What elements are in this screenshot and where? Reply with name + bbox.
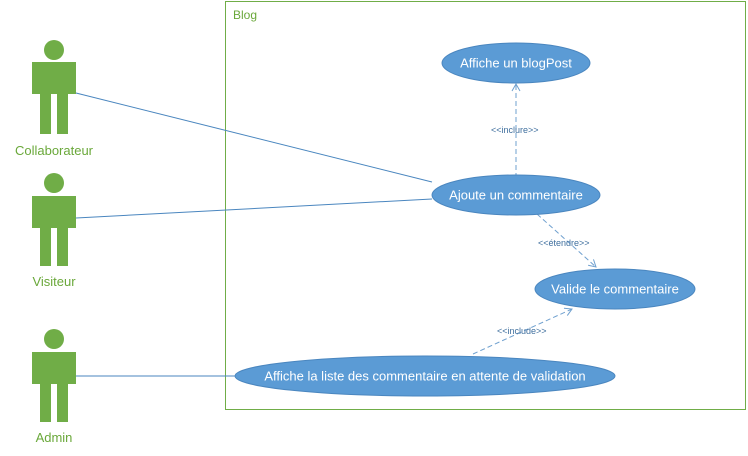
system-boundary bbox=[225, 1, 746, 410]
svg-text:Affiche la liste des commentai: Affiche la liste des commentaire en atte… bbox=[264, 369, 585, 384]
actor-icon bbox=[32, 173, 76, 266]
svg-text:Ajoute un commentaire: Ajoute un commentaire bbox=[449, 188, 583, 203]
actor-label: Visiteur bbox=[32, 274, 76, 289]
usecase-ajoute-commentaire: Ajoute un commentaire bbox=[431, 174, 601, 216]
svg-text:Valide le commentaire: Valide le commentaire bbox=[551, 282, 679, 297]
label-inclure: <<inclure>> bbox=[491, 125, 539, 135]
svg-text:Affiche un blogPost: Affiche un blogPost bbox=[460, 56, 572, 71]
dependency-include bbox=[472, 307, 573, 355]
actor-collaborateur: Collaborateur bbox=[15, 40, 94, 158]
actor-icon bbox=[32, 40, 76, 134]
actor-label: Admin bbox=[36, 430, 73, 445]
actor-visiteur: Visiteur bbox=[32, 173, 76, 289]
actor-icon bbox=[32, 329, 76, 422]
usecase-affiche-liste: Affiche la liste des commentaire en atte… bbox=[234, 355, 616, 397]
usecase-affiche-blogpost: Affiche un blogPost bbox=[441, 42, 591, 84]
dependency-etendre bbox=[536, 213, 597, 268]
label-include: <<include>> bbox=[497, 326, 547, 336]
association-visiteur-ajoute bbox=[75, 198, 433, 219]
association-collaborateur-ajoute bbox=[75, 92, 433, 183]
actor-label: Collaborateur bbox=[15, 143, 94, 158]
actor-admin: Admin bbox=[32, 329, 76, 445]
usecase-valide-commentaire: Valide le commentaire bbox=[534, 268, 696, 310]
system-title: Blog bbox=[233, 8, 257, 22]
label-etendre: <<étendre>> bbox=[538, 238, 590, 248]
